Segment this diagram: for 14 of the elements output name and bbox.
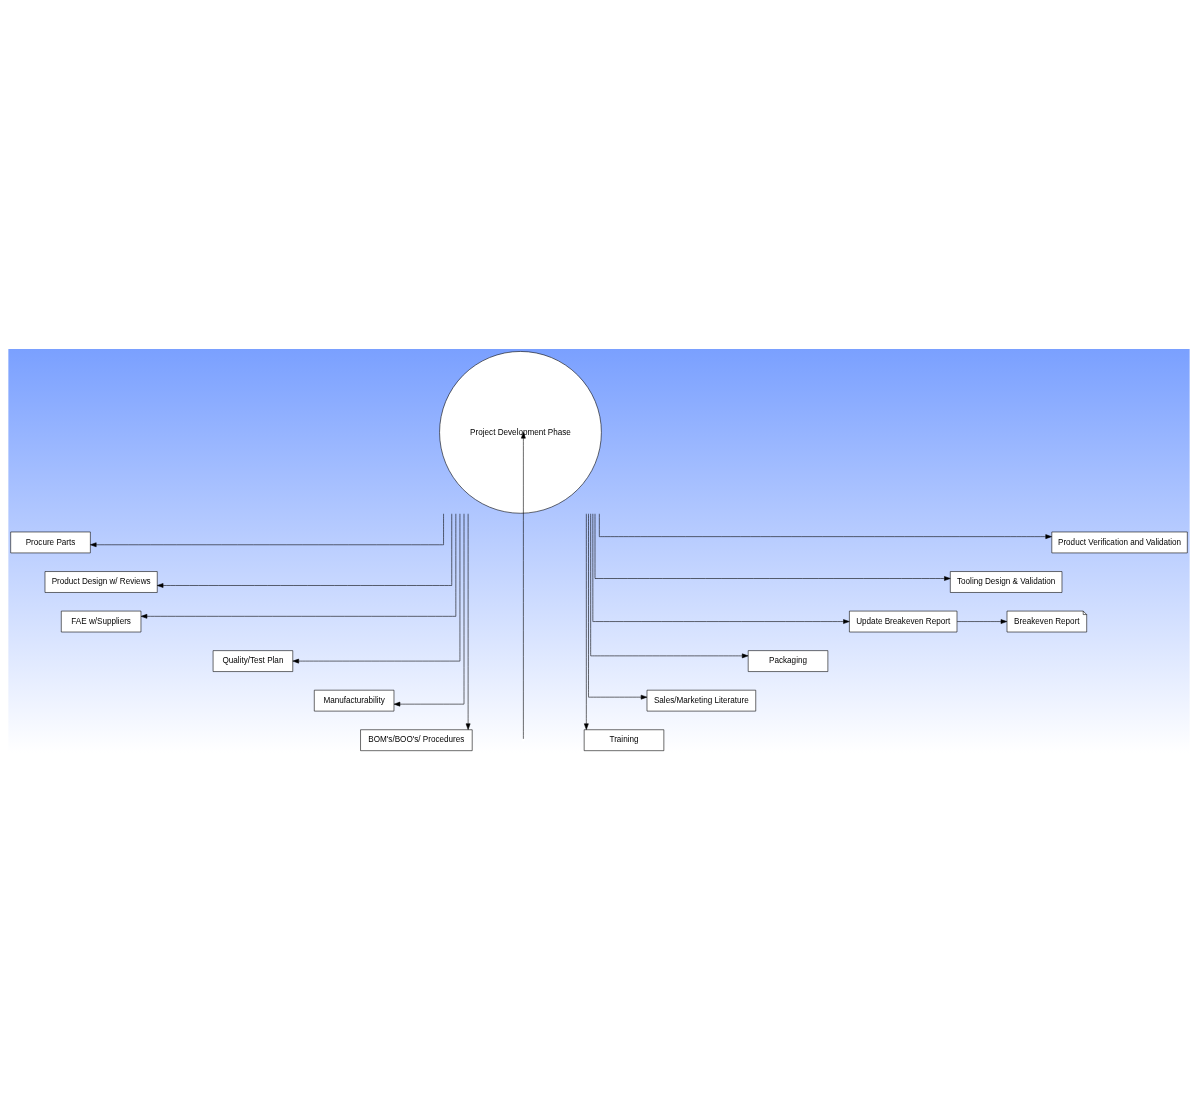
arrow [956, 618, 1008, 624]
arrow [292, 513, 461, 663]
arrow [584, 513, 589, 730]
arrow [599, 513, 1052, 539]
arrow [590, 513, 749, 658]
arrow [393, 513, 465, 706]
arrow [465, 513, 471, 730]
arrow [140, 513, 457, 619]
arrow [521, 431, 526, 739]
arrow [90, 513, 444, 547]
arrow [594, 513, 951, 581]
arrow [156, 513, 453, 588]
arrow [588, 513, 648, 699]
arrow [592, 513, 850, 624]
